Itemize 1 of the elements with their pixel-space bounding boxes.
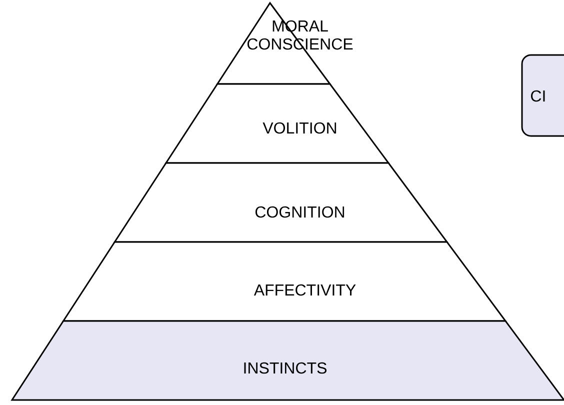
rounded-box: CI: [521, 54, 564, 137]
